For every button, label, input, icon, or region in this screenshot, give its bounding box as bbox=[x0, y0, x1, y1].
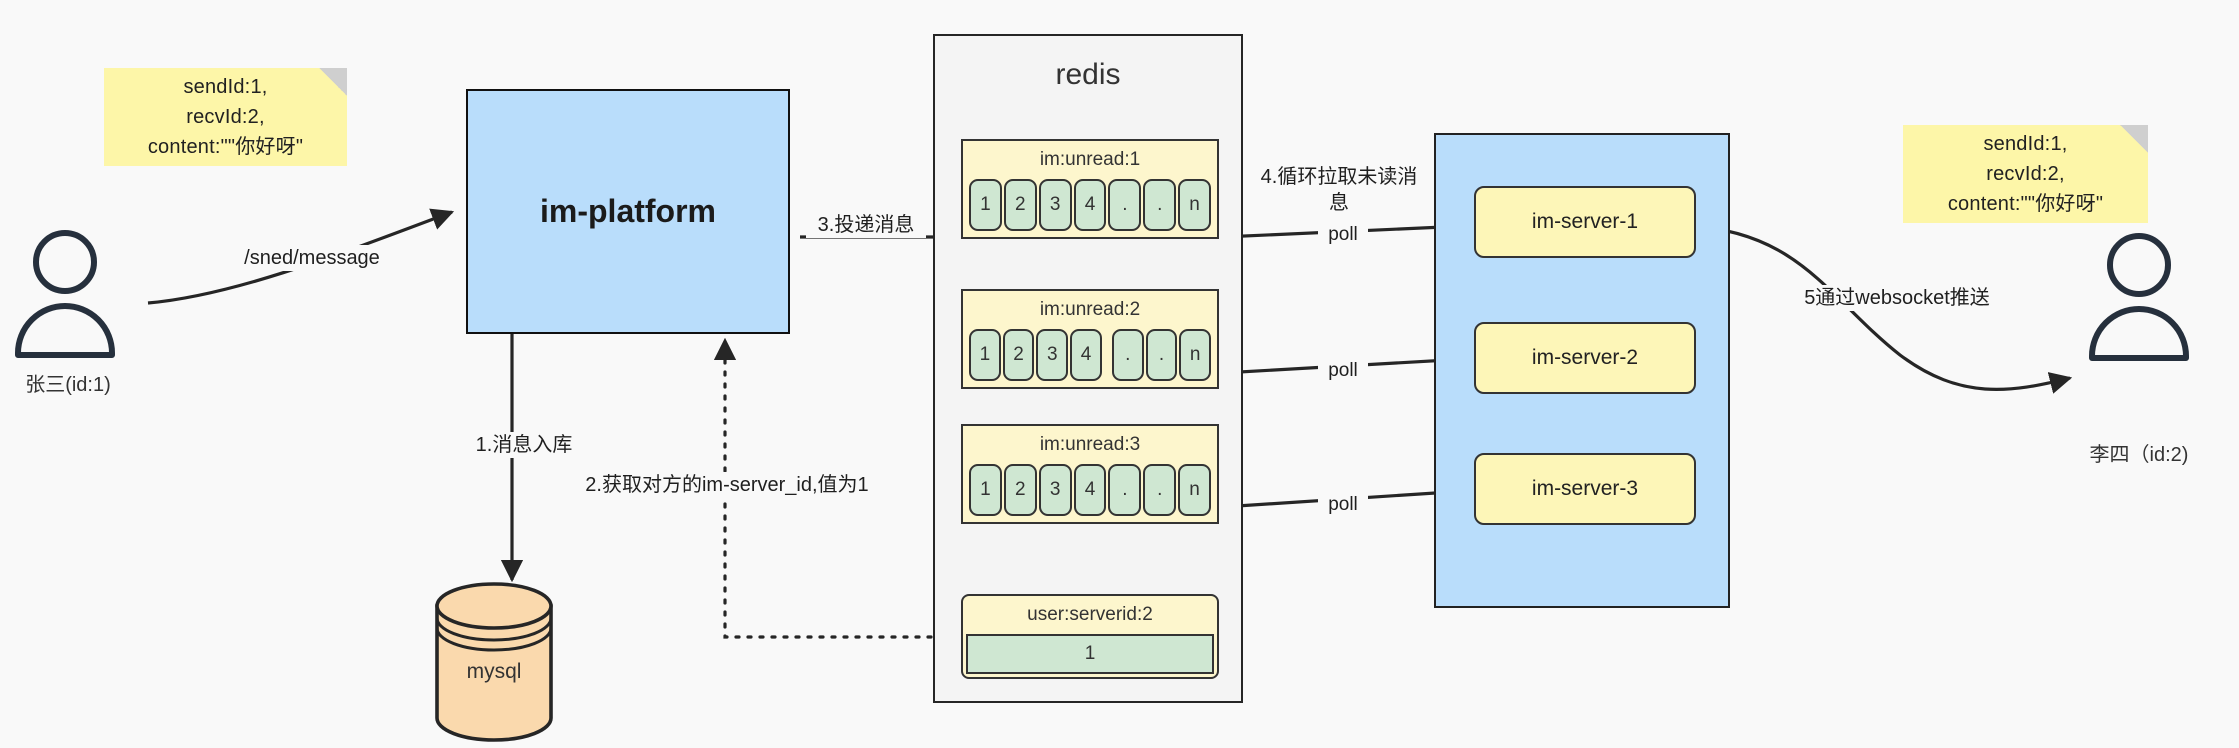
redis-title: redis bbox=[1055, 58, 1121, 91]
cell: 4 bbox=[1073, 464, 1107, 516]
edge-label-poll-3: poll bbox=[1318, 492, 1368, 518]
edge-label-poll-1: poll bbox=[1318, 222, 1368, 248]
redis-list-key-2: im:unread:2 bbox=[1039, 299, 1141, 320]
cell: . bbox=[1145, 329, 1178, 381]
cell: n bbox=[1178, 464, 1212, 516]
im-server-3-label: im-server-3 bbox=[1531, 477, 1639, 500]
im-server-1-label: im-server-1 bbox=[1531, 210, 1639, 233]
edge-label-step3: 3.投递消息 bbox=[806, 212, 926, 238]
redis-list-cells-3: 1 2 3 4 . . n bbox=[969, 464, 1212, 516]
edge-sender-to-platform bbox=[147, 208, 455, 305]
cell: 4 bbox=[1073, 179, 1107, 231]
cell: . bbox=[1143, 179, 1177, 231]
cell: 3 bbox=[1038, 179, 1072, 231]
redis-list-cells-1: 1 2 3 4 . . n bbox=[969, 179, 1212, 231]
im-server-2-node[interactable]: im-server-2 bbox=[1474, 322, 1696, 394]
cell: 3 bbox=[1036, 329, 1069, 381]
redis-list-im-unread-1[interactable]: im:unread:1 1 2 3 4 . . n bbox=[961, 139, 1219, 239]
cell: . bbox=[1143, 464, 1177, 516]
database-cylinder-icon bbox=[435, 582, 553, 742]
redis-list-im-unread-3[interactable]: im:unread:3 1 2 3 4 . . n bbox=[961, 424, 1219, 524]
person-icon-sender bbox=[15, 230, 115, 358]
im-platform-label: im-platform bbox=[540, 193, 716, 229]
redis-kv-user-serverid[interactable]: user:serverid:2 1 bbox=[961, 594, 1219, 679]
cell: 2 bbox=[1002, 329, 1035, 381]
note-sender-payload: sendId:1, recvId:2, content:""你好呀" bbox=[104, 68, 347, 166]
cell: n bbox=[1178, 179, 1212, 231]
redis-kv-key: user:serverid:2 bbox=[1027, 604, 1153, 625]
im-server-3-node[interactable]: im-server-3 bbox=[1474, 453, 1696, 525]
edge-label-send-message: /sned/message bbox=[230, 245, 394, 271]
redis-list-key-1: im:unread:1 bbox=[1039, 149, 1141, 170]
cell: n bbox=[1179, 329, 1212, 381]
edge-redis-to-platform-dotted bbox=[713, 337, 969, 639]
redis-list-key-3: im:unread:3 bbox=[1039, 434, 1141, 455]
cell: . bbox=[1108, 464, 1142, 516]
note-fold-corner bbox=[319, 68, 347, 96]
im-platform-node[interactable]: im-platform bbox=[466, 89, 790, 334]
note-receiver-payload: sendId:1, recvId:2, content:""你好呀" bbox=[1903, 125, 2148, 223]
note-fold-corner-right bbox=[2120, 125, 2148, 153]
im-server-2-label: im-server-2 bbox=[1531, 346, 1639, 369]
redis-kv-value: 1 bbox=[966, 634, 1214, 674]
cell: 1 bbox=[969, 464, 1002, 516]
actor-label-receiver: 李四（id:2) bbox=[2089, 444, 2189, 466]
cell: 2 bbox=[1003, 464, 1037, 516]
cell: . bbox=[1111, 329, 1144, 381]
cell: 2 bbox=[1003, 179, 1037, 231]
person-icon-receiver bbox=[2089, 233, 2189, 361]
cell: 1 bbox=[969, 179, 1002, 231]
edge-label-step4: 4.循环拉取未读消 息 bbox=[1254, 164, 1424, 216]
cell: 4 bbox=[1070, 329, 1102, 381]
edge-label-step2: 2.获取对方的im-server_id,值为1 bbox=[577, 472, 877, 498]
edge-label-poll-2: poll bbox=[1318, 358, 1368, 384]
redis-list-im-unread-2[interactable]: im:unread:2 1 2 3 4 . . n bbox=[961, 289, 1219, 389]
cell: . bbox=[1108, 179, 1142, 231]
actor-label-sender: 张三(id:1) bbox=[25, 374, 111, 396]
edge-server1-to-receiver bbox=[1689, 224, 2073, 394]
im-server-1-node[interactable]: im-server-1 bbox=[1474, 186, 1696, 258]
edge-label-step5: 5通过websocket推送 bbox=[1790, 285, 2004, 311]
cell: 1 bbox=[969, 329, 1001, 381]
note-sender-text: sendId:1, recvId:2, content:""你好呀" bbox=[147, 76, 304, 158]
edge-label-step1: 1.消息入库 bbox=[452, 432, 596, 458]
mysql-label: mysql bbox=[466, 660, 522, 683]
note-receiver-text: sendId:1, recvId:2, content:""你好呀" bbox=[1947, 133, 2104, 215]
redis-list-cells-2: 1 2 3 4 . . n bbox=[969, 329, 1212, 381]
cell: 3 bbox=[1038, 464, 1072, 516]
